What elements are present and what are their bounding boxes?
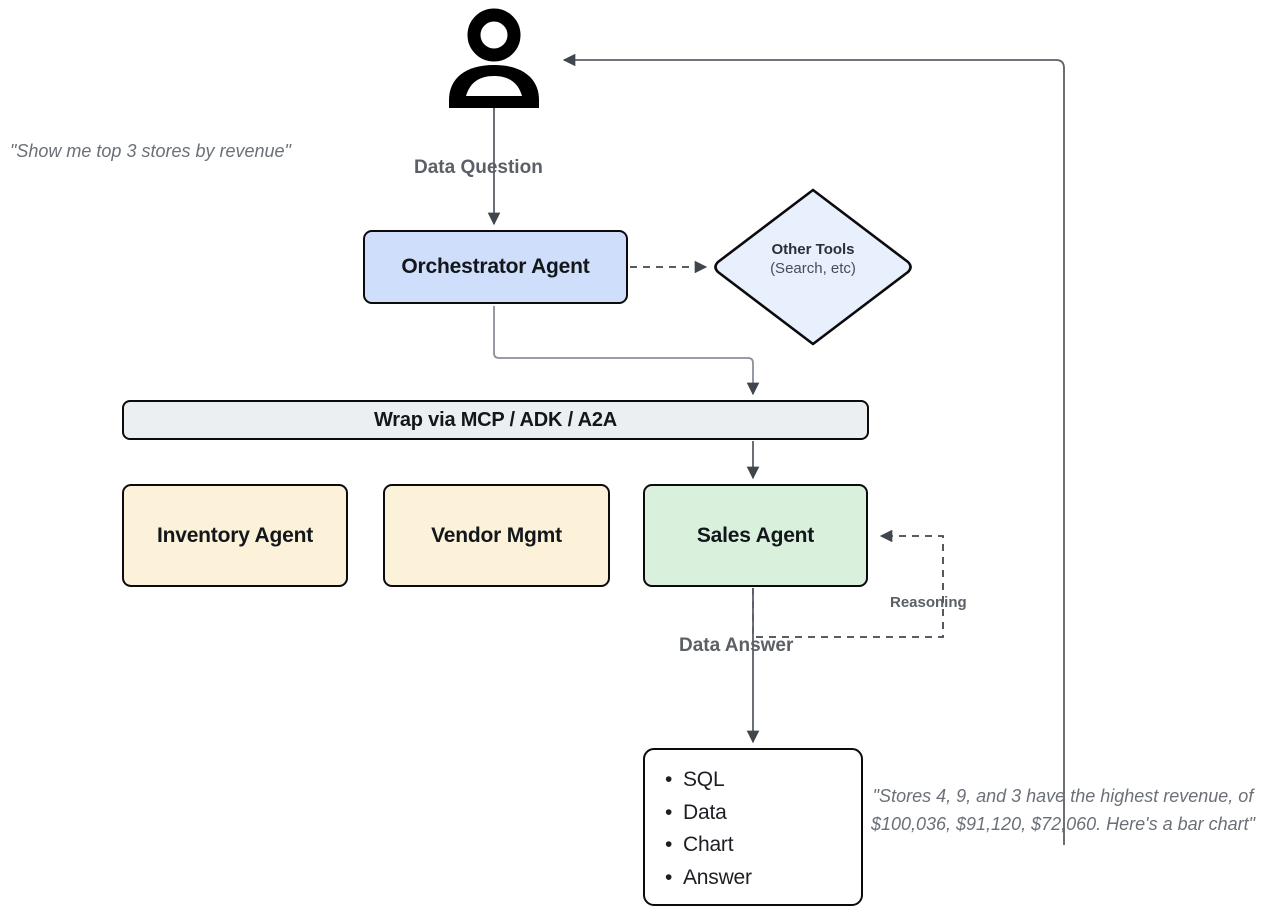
other-tools-subtitle: (Search, etc) [770,260,856,278]
list-item: Chart [665,829,861,862]
edge-label-data-answer: Data Answer [679,635,794,656]
node-inventory-agent[interactable]: Inventory Agent [122,484,348,587]
answer-quote: "Stores 4, 9, and 3 have the highest rev… [870,786,1256,834]
node-sales-agent[interactable]: Sales Agent [643,484,868,587]
list-item: SQL [665,764,861,797]
edge-orchestrator-to-mcp [493,306,760,396]
edge-answer-back-to-user [562,53,1065,845]
user-question-quote: "Show me top 3 stores by revenue" [10,141,291,161]
node-output-list[interactable]: SQL Data Chart Answer [643,748,863,906]
node-wrap-via-mcp-adk-a2a[interactable]: Wrap via MCP / ADK / A2A [122,400,869,440]
node-orchestrator-agent[interactable]: Orchestrator Agent [363,230,628,304]
node-other-tools-diamond[interactable] [714,188,912,346]
list-item: Answer [665,862,861,895]
list-item: Data [665,797,861,830]
other-tools-title: Other Tools [771,241,855,258]
user-person-icon [449,8,539,108]
node-vendor-mgmt[interactable]: Vendor Mgmt [383,484,610,587]
edge-label-reasoning: Reasoning [890,594,967,611]
node-other-tools-label: Other Tools (Search, etc) [713,240,913,278]
edge-label-data-question: Data Question [414,157,543,178]
